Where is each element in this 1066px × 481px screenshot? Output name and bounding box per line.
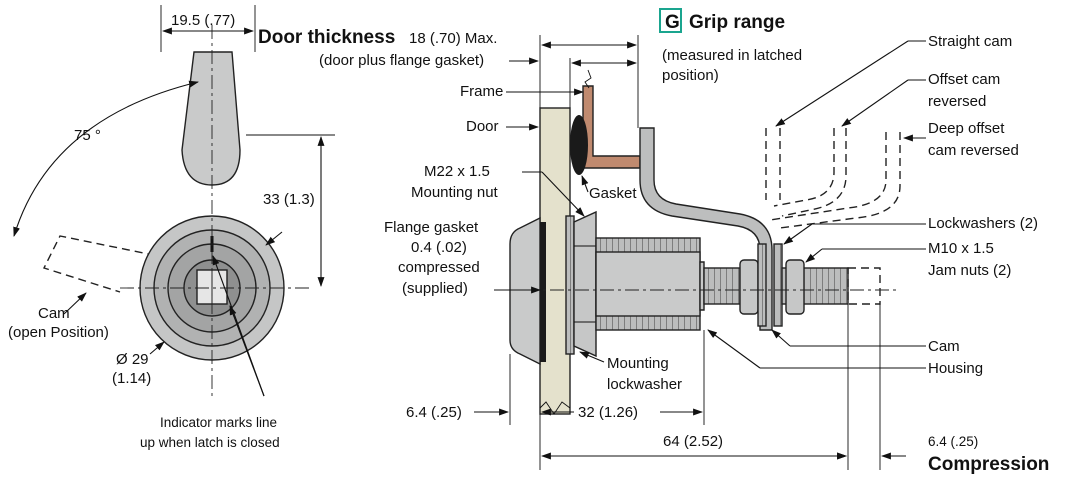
flange-label-4: (supplied) <box>402 280 468 297</box>
frame-label: Frame <box>460 83 503 100</box>
door-thickness-value: 18 (.70) Max. <box>409 30 497 47</box>
offset-cam-reversed <box>773 128 847 217</box>
stud-thread <box>703 267 741 305</box>
nut-label-2: Mounting nut <box>411 184 499 201</box>
height-dim: 33 (1.3) <box>263 191 315 208</box>
mount-lw-label-1: Mounting <box>607 355 669 372</box>
deep-cam-label-2: cam reversed <box>928 142 1019 159</box>
grip-note-1: (measured in latched <box>662 47 802 64</box>
flange-gasket <box>540 222 546 362</box>
cam-label: Cam <box>928 338 960 355</box>
top-width-dim: 19.5 (.77) <box>171 12 235 29</box>
housing-taper <box>699 261 705 311</box>
grip-letter: G <box>665 12 680 33</box>
compression-label: Compression <box>928 454 1049 475</box>
nut-label-1: M22 x 1.5 <box>424 163 490 180</box>
diameter-label-1: Ø 29 <box>116 351 149 368</box>
deep-cam-label-1: Deep offset <box>928 120 1005 137</box>
lockwasher-1 <box>757 243 767 327</box>
flange-label-2: 0.4 (.02) <box>411 239 467 256</box>
straight-cam-label: Straight cam <box>928 33 1012 50</box>
mounting-lockwasher <box>565 215 575 355</box>
dim-32: 32 (1.26) <box>578 404 638 421</box>
grip-title: Grip range <box>689 12 785 33</box>
mounting-nut <box>573 210 597 358</box>
cam-open-label-1: Cam <box>38 305 70 322</box>
jam-label-1: M10 x 1.5 <box>928 240 994 257</box>
straight-cam-alt <box>765 128 781 200</box>
side-view: Door thickness 18 (.70) Max. (door plus … <box>258 8 1049 475</box>
jam-nut-2 <box>785 259 805 315</box>
housing-body <box>595 251 701 317</box>
dim-right: 6.4 (.25) <box>928 434 978 449</box>
dim-64: 64 (2.52) <box>663 433 723 450</box>
dim-left: 6.4 (.25) <box>406 404 462 421</box>
diameter-label-2: (1.14) <box>112 370 151 387</box>
offset-cam-label-2: reversed <box>928 93 986 110</box>
grip-note-2: position) <box>662 67 719 84</box>
housing-label: Housing <box>928 360 983 377</box>
frame <box>582 85 641 169</box>
cam-open-outline <box>43 235 169 293</box>
door-thickness-title: Door thickness <box>258 27 395 48</box>
indicator-label-2: up when latch is closed <box>140 435 280 450</box>
door-label: Door <box>466 118 499 135</box>
offset-cam-label-1: Offset cam <box>928 71 1000 88</box>
deep-offset-cam <box>769 132 901 229</box>
angle-dim: 75 ° <box>74 127 101 144</box>
lockwasher-2 <box>773 243 783 327</box>
mount-lw-label-2: lockwasher <box>607 376 682 393</box>
front-view: 19.5 (.77) 33 (1.3) 75 ° Cam (open Posit… <box>8 5 335 450</box>
jam-label-2: Jam nuts (2) <box>928 262 1011 279</box>
grip-badge <box>659 8 682 33</box>
flange-label-1: Flange gasket <box>384 219 479 236</box>
cam-blade-closed <box>181 51 241 186</box>
door-thickness-note: (door plus flange gasket) <box>319 52 484 69</box>
indicator-label-1: Indicator marks line <box>160 415 277 430</box>
flange <box>509 216 541 366</box>
cam-open-label-2: (open Position) <box>8 324 109 341</box>
gasket-label: Gasket <box>589 185 637 202</box>
flange-label-3: compressed <box>398 259 480 276</box>
jam-nut-1 <box>739 259 759 315</box>
gasket <box>570 115 588 175</box>
lockwashers-label: Lockwashers (2) <box>928 215 1038 232</box>
